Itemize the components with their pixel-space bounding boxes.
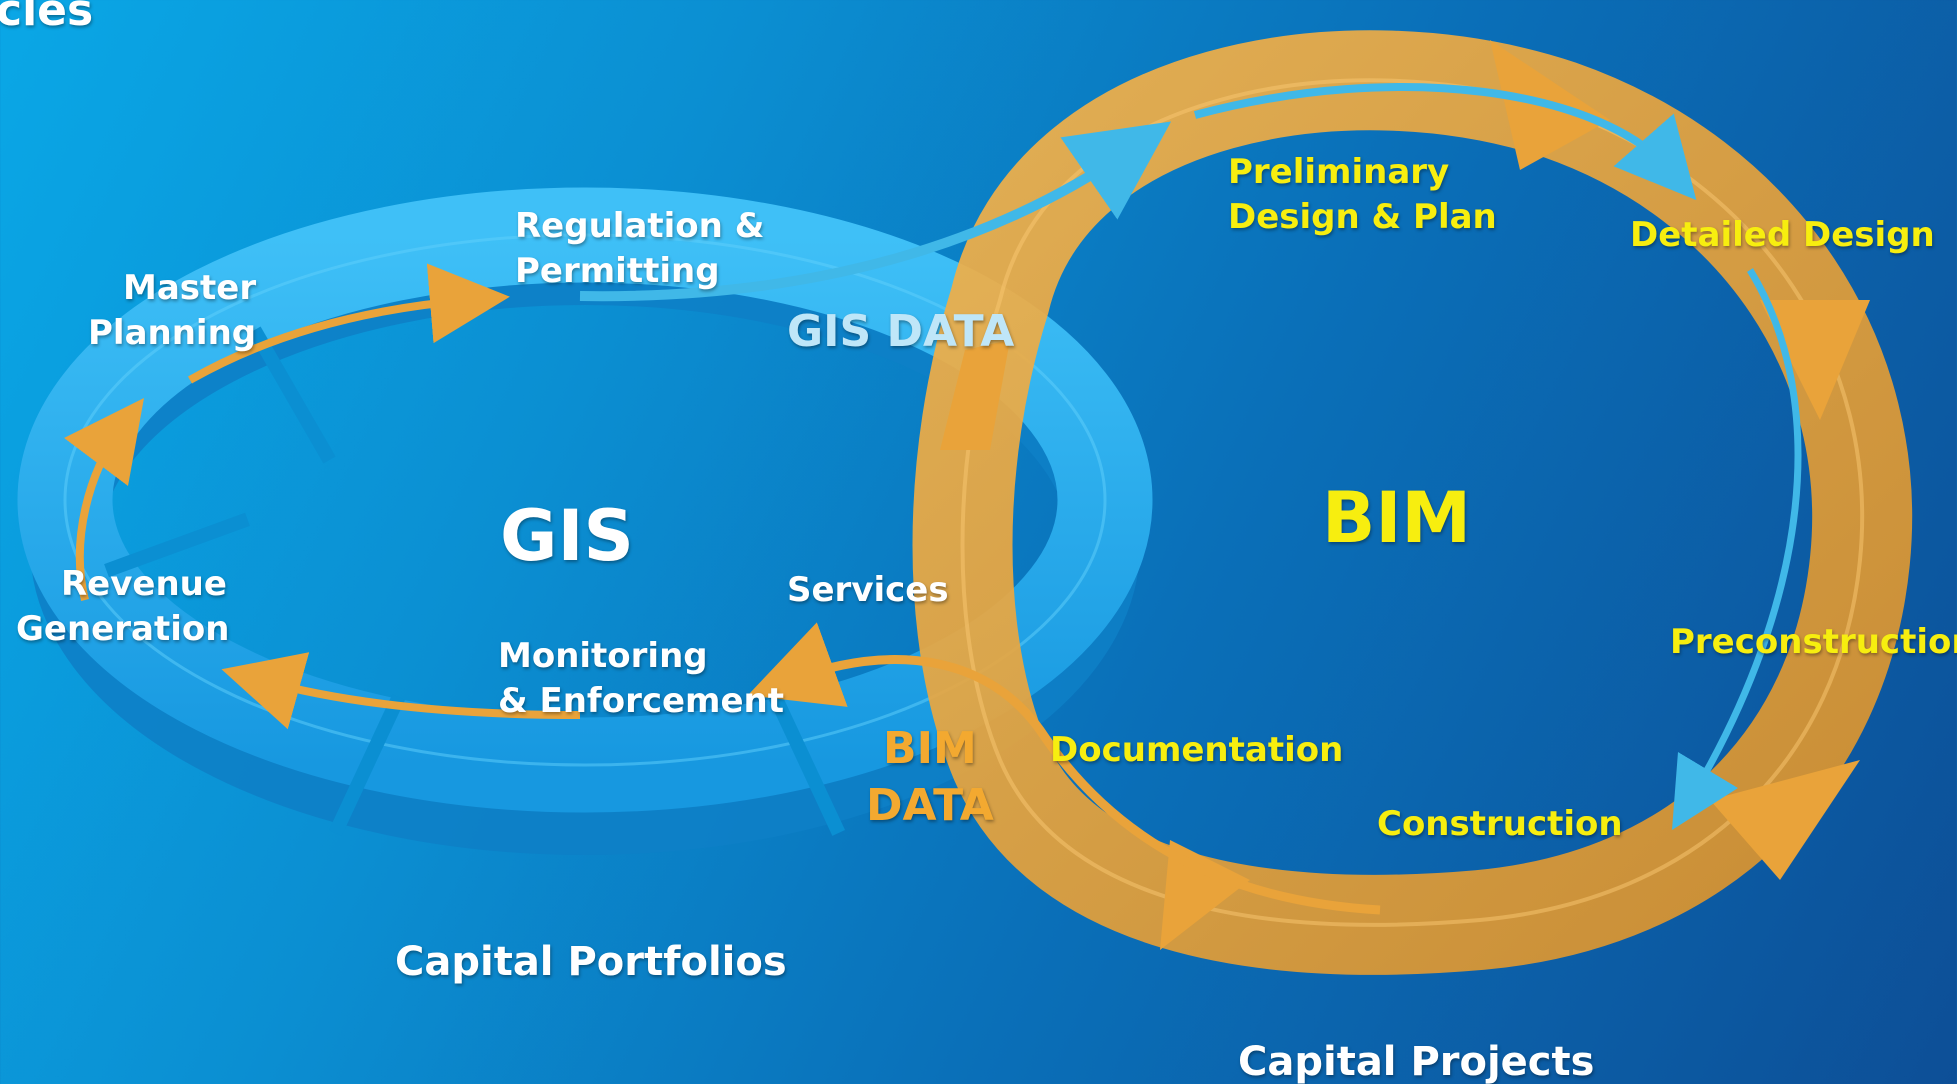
gis-data-flow-arrow (579, 121, 1172, 302)
caption-capital-projects: Capital Projects (1238, 1039, 1595, 1084)
stage-preconstruction: Preconstruction (1670, 622, 1957, 662)
bim-data-label: BIM DATA (866, 720, 994, 834)
caption-capital-portfolios: Capital Portfolios (395, 939, 787, 985)
stage-master-planning: Master Planning (88, 266, 256, 356)
stage-preliminary-line1: Preliminary (1228, 152, 1450, 192)
stage-construction: Construction (1377, 804, 1623, 844)
stage-revenue-generation: Revenue Generation (16, 562, 229, 652)
stage-master-planning-line1: Master (123, 268, 257, 308)
stage-monitoring-enforcement: Monitoring & Enforcement (498, 634, 784, 724)
stage-master-planning-line2: Planning (88, 312, 257, 353)
bim-data-line1: BIM (883, 723, 977, 774)
stage-regulation-line2: Permitting (515, 250, 720, 291)
stage-preliminary-line2: Design & Plan (1228, 196, 1497, 237)
gis-arrow-monitoring-to-revenue (221, 652, 581, 730)
bim-data-flow-arrow (747, 622, 1381, 915)
stage-regulation-line1: Regulation & (515, 206, 765, 246)
stage-monitoring-line2: & Enforcement (498, 680, 784, 721)
stage-regulation-permitting: Regulation & Permitting (515, 204, 764, 294)
page-title-fragment: cles (0, 0, 94, 36)
stage-revenue-line2: Generation (16, 608, 230, 649)
gis-ring (17, 187, 1153, 855)
bim-data-line2: DATA (866, 780, 994, 832)
bim-center-label: BIM (1322, 477, 1472, 559)
stage-preliminary-design: Preliminary Design & Plan (1228, 150, 1497, 240)
gis-data-label: GIS DATA (787, 306, 1015, 357)
bim-inner-blue-arrow (1193, 82, 1697, 201)
gis-arrow-revenue-to-master (64, 397, 144, 601)
stage-services: Services (787, 570, 949, 610)
stage-revenue-line1: Revenue (61, 564, 227, 604)
bim-inner-blue-arrow-right (1672, 268, 1802, 831)
stage-documentation: Documentation (1050, 730, 1344, 770)
stage-monitoring-line1: Monitoring (498, 636, 708, 676)
gis-arrow-master-to-regulation (188, 263, 510, 384)
stage-detailed-design: Detailed Design (1630, 215, 1935, 255)
gis-center-label: GIS (500, 495, 634, 577)
